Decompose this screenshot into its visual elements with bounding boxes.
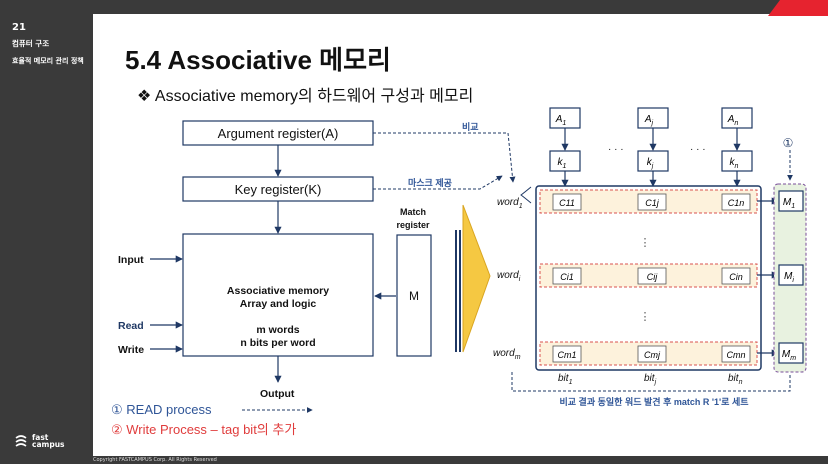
mem-line-4: n bits per word bbox=[240, 337, 315, 349]
cell-c1n-label: C1n bbox=[728, 198, 745, 208]
slide-title: 5.4 Associative 메모리 bbox=[125, 45, 391, 75]
logo-text-top: fast bbox=[32, 433, 49, 442]
cell-c11 bbox=[552, 193, 582, 211]
ellipsis-top-2: · · · bbox=[690, 144, 706, 155]
cell-cij bbox=[637, 267, 667, 285]
cell-cmj-label: Cmj bbox=[644, 350, 661, 360]
ellipsis-top-1: · · · bbox=[608, 144, 624, 155]
sidebar: 21 컴퓨터 구조 효율적 메모리 관리 정책 fast campus bbox=[0, 0, 93, 464]
word1-brace bbox=[520, 186, 532, 204]
kn-label: kn bbox=[730, 157, 739, 170]
output-label: Output bbox=[260, 388, 295, 400]
read-process-legend: ① READ process bbox=[111, 402, 212, 417]
a-registers: A1 Aj An bbox=[549, 107, 753, 129]
mm-box bbox=[778, 342, 804, 364]
cell-cm1-label: Cm1 bbox=[557, 350, 576, 360]
cell-c11-label: C11 bbox=[559, 198, 575, 208]
wordm-label: wordm bbox=[493, 348, 521, 361]
cell-cmn-label: Cmn bbox=[726, 350, 745, 360]
bit1-label: bit1 bbox=[558, 373, 573, 386]
mem-line-1: Associative memory bbox=[227, 285, 329, 297]
course-title: 컴퓨터 구조 bbox=[12, 39, 50, 48]
expand-arrow-shape bbox=[462, 204, 491, 353]
cell-ci1-label: Ci1 bbox=[560, 272, 574, 282]
m-registers: M1 Mi Mm bbox=[778, 190, 804, 364]
cell-cm1 bbox=[552, 345, 582, 363]
match-register-label-2: register bbox=[396, 220, 430, 230]
compare-dashed-arrow bbox=[373, 132, 516, 183]
rowm-cells: Cm1 Cmj Cmn bbox=[552, 345, 751, 363]
cell-c1j bbox=[637, 193, 667, 211]
circled-one-marker: ① bbox=[783, 136, 794, 150]
vdots-lower: ⋮ bbox=[640, 311, 651, 323]
match-register-box bbox=[396, 234, 432, 357]
row1-cells: C11 C1j C1n bbox=[552, 193, 751, 211]
k-registers: k1 kj kn bbox=[549, 150, 753, 172]
top-bar bbox=[93, 0, 828, 16]
m1-label: M1 bbox=[783, 197, 795, 210]
k1-label: k1 bbox=[558, 157, 567, 170]
cell-cmj bbox=[637, 345, 667, 363]
wordi-label: wordi bbox=[497, 270, 521, 283]
compare-label: 비교 bbox=[462, 121, 479, 132]
mm-label: Mm bbox=[782, 349, 796, 362]
mask-label: 마스크 제공 bbox=[408, 177, 452, 188]
slide-subtitle: ❖ Associative memory의 하드웨어 구성과 메모리 bbox=[137, 88, 474, 105]
bottom-dashed-bracket bbox=[511, 372, 791, 392]
cell-c1j-label: C1j bbox=[645, 198, 660, 208]
match-register-label-1: Match bbox=[400, 207, 426, 217]
cell-c1n bbox=[721, 193, 751, 211]
rowi-cells: Ci1 Cij Cin bbox=[552, 267, 751, 285]
argument-register-box bbox=[182, 120, 374, 146]
mem-line-3: m words bbox=[256, 324, 299, 336]
cell-cin-label: Cin bbox=[729, 272, 743, 282]
match-register-m: M bbox=[409, 289, 419, 303]
write-label: Write bbox=[118, 344, 144, 356]
bitj-label: bitj bbox=[644, 373, 657, 386]
logo-text-bottom: campus bbox=[32, 440, 65, 449]
word1-label: word1 bbox=[497, 197, 523, 210]
read-label: Read bbox=[118, 320, 144, 332]
mi-label: Mi bbox=[784, 271, 794, 284]
m1-box bbox=[778, 190, 804, 212]
funnel-bar-2 bbox=[459, 230, 461, 352]
cell-ci1 bbox=[552, 267, 582, 285]
kj-label: kj bbox=[647, 157, 654, 170]
page-number: 21 bbox=[12, 22, 26, 33]
argument-register-label: Argument register(A) bbox=[218, 126, 339, 141]
mask-dashed-arrow bbox=[373, 175, 503, 190]
write-process-legend: ② Write Process – tag bit의 추가 bbox=[111, 422, 296, 437]
copyright-text: Copyright FASTCAMPUS Corp. All Rights Re… bbox=[93, 457, 217, 463]
fastcampus-logo: fast campus bbox=[14, 434, 65, 448]
cell-cij-label: Cij bbox=[647, 272, 658, 282]
chapter-title: 효율적 메모리 관리 정책 bbox=[12, 57, 84, 65]
footer-bar bbox=[93, 456, 828, 464]
mi-box bbox=[778, 264, 804, 286]
fastcampus-logo-icon bbox=[15, 435, 27, 447]
aj-label: Aj bbox=[644, 114, 654, 127]
a1-label: A1 bbox=[555, 114, 567, 127]
mem-line-2: Array and logic bbox=[240, 298, 317, 310]
associative-memory-box bbox=[182, 233, 374, 357]
vdots-upper: ⋮ bbox=[640, 237, 651, 249]
cell-cmn bbox=[721, 345, 751, 363]
key-register-label: Key register(K) bbox=[235, 182, 322, 197]
input-label: Input bbox=[118, 254, 144, 266]
funnel-bar-1 bbox=[455, 230, 457, 352]
bottom-note: 비교 결과 동일한 워드 발견 후 match R '1'로 세트 bbox=[560, 396, 750, 407]
top-accent-stripe bbox=[768, 0, 828, 16]
bitn-label: bitn bbox=[728, 373, 743, 386]
an-label: An bbox=[727, 114, 739, 127]
cell-cin bbox=[721, 267, 751, 285]
